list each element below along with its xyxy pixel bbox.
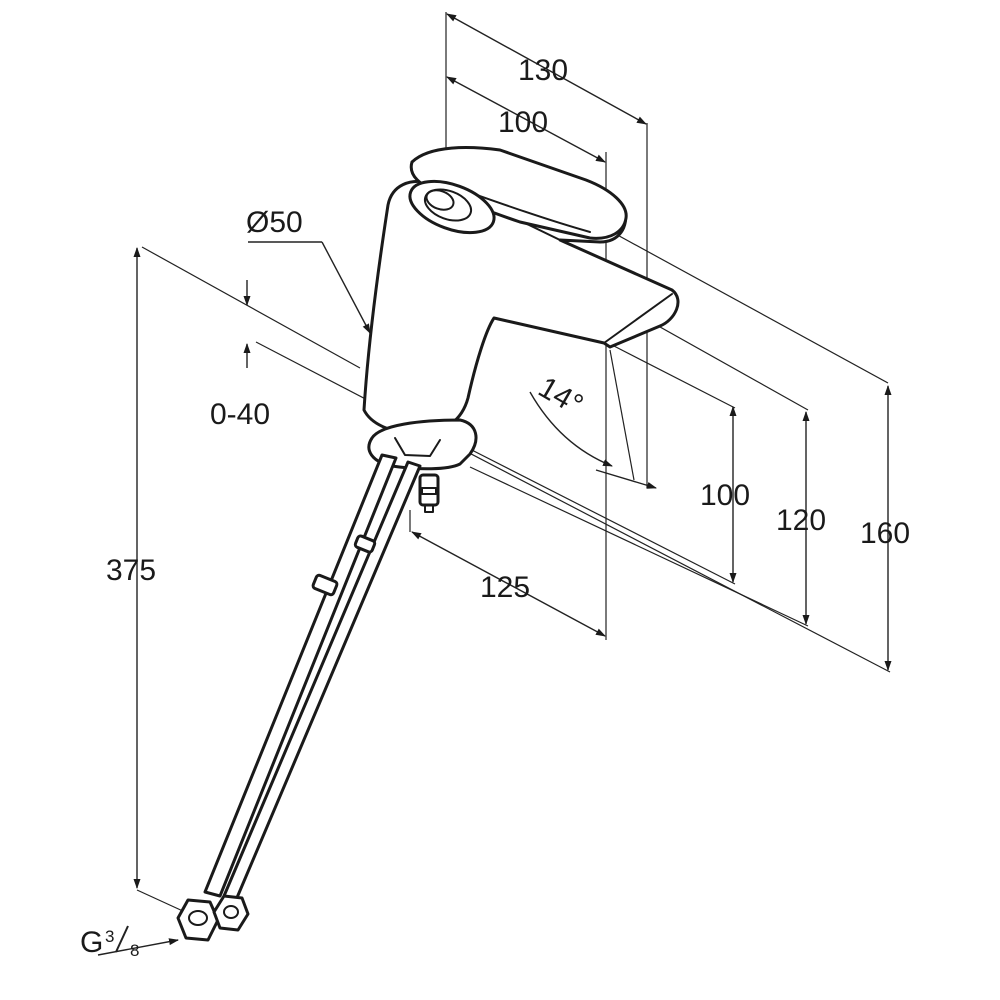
- dimension-lines: [97, 13, 892, 956]
- thread-denominator: 8: [130, 941, 139, 960]
- dim-line-125: [411, 531, 606, 637]
- label-spout-angle: 14°: [533, 371, 589, 422]
- label-body-diameter: Ø50: [246, 206, 303, 239]
- supply-hoses: [176, 453, 422, 942]
- label-deck-thickness: 0-40: [210, 398, 270, 431]
- label-total-height: 160: [860, 517, 910, 550]
- leader-diameter: [321, 241, 371, 334]
- thread-slash: [115, 925, 129, 953]
- dim-line-130: [446, 13, 647, 125]
- thread-numerator: 3: [105, 927, 114, 946]
- thread-letter: G: [80, 926, 103, 959]
- label-lever-height: 120: [776, 504, 826, 537]
- extension-lines: [136, 12, 891, 913]
- label-spout-height: 100: [700, 479, 750, 512]
- label-total-length: 130: [518, 54, 568, 87]
- label-connection-thread: G 3 8: [80, 925, 139, 960]
- faucet-body: [362, 146, 680, 513]
- leader-thread: [97, 938, 179, 956]
- dimension-labels: 130 100 Ø50 0-40 375 14° 100 120 160 125…: [80, 54, 910, 960]
- dim-line-100-top: [446, 76, 606, 163]
- label-spout-length: 100: [498, 106, 548, 139]
- label-projection: 125: [480, 571, 530, 604]
- label-hose-length: 375: [106, 554, 156, 587]
- dim-arc-14: [529, 391, 613, 467]
